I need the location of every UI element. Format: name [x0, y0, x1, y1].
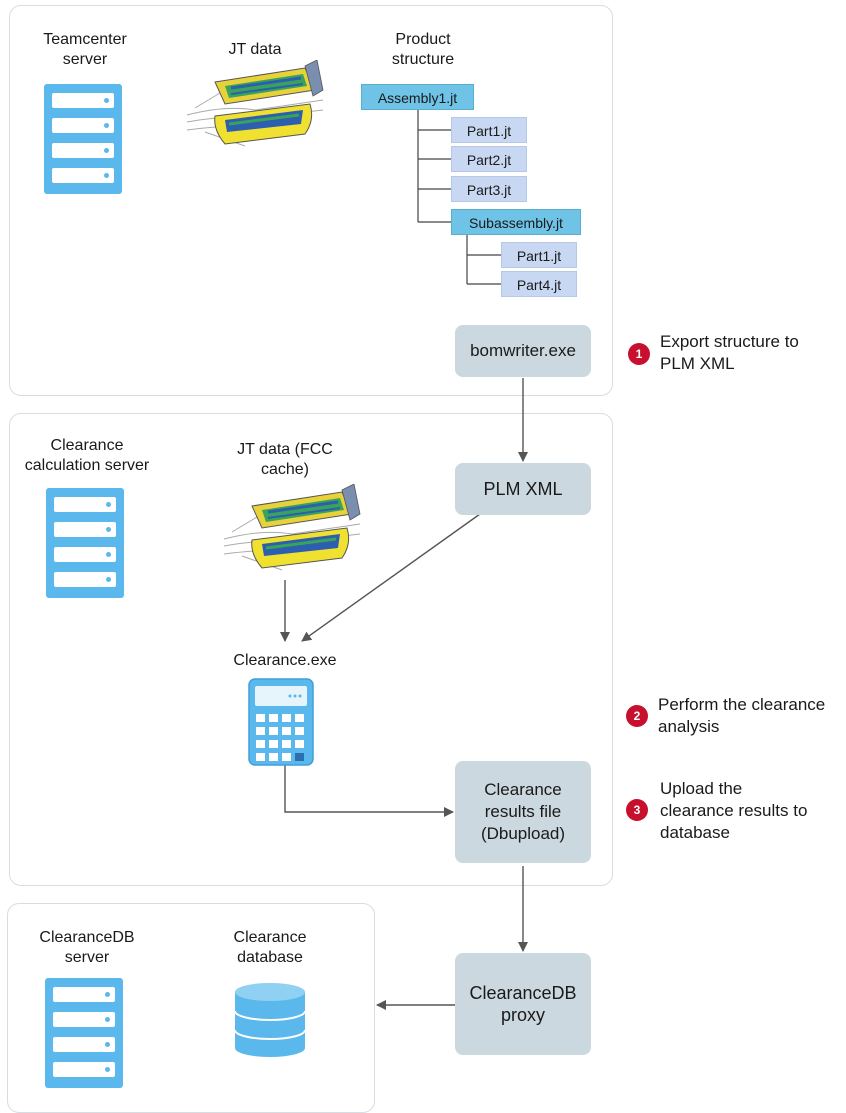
tree-node-sub-part4[interactable]: Part4.jt: [501, 271, 577, 297]
bomwriter-box[interactable]: bomwriter.exe: [455, 325, 591, 377]
jt-data-image: [186, 60, 324, 147]
teamcenter-server-icon: [44, 84, 122, 194]
tree-node-assembly1[interactable]: Assembly1.jt: [361, 84, 474, 110]
tree-node-part3[interactable]: Part3.jt: [451, 176, 527, 202]
arrow-plmxml-to-clearance-exe: [301, 513, 481, 642]
tree-lines: [417, 110, 501, 285]
clearance-exe-label: Clearance.exe: [233, 652, 337, 669]
tree-node-sub-part1[interactable]: Part1.jt: [501, 242, 577, 268]
clearance-server-label: Clearance calculation server: [24, 437, 150, 474]
step-3-badge: 3: [626, 799, 648, 821]
tree-node-subassembly[interactable]: Subassembly.jt: [451, 209, 581, 235]
jt-fcc-cache-label: JT data (FCC cache): [237, 441, 333, 478]
clearancedb-server-icon: [45, 978, 123, 1088]
tree-node-part2[interactable]: Part2.jt: [451, 146, 527, 172]
jt-fcc-cache-image: [223, 484, 361, 571]
clearancedb-server-label: ClearanceDB server: [39, 929, 135, 966]
product-structure-label: Product structure: [391, 31, 455, 68]
jt-data-label: JT data: [228, 41, 282, 58]
step-2-text: Perform the clearance analysis: [658, 695, 826, 736]
clearance-database-label: Clearance database: [233, 929, 307, 966]
database-icon: [234, 983, 306, 1057]
clearancedb-proxy-box[interactable]: ClearanceDB proxy: [455, 953, 591, 1055]
clearance-results-box[interactable]: Clearance results file (Dbupload): [455, 761, 591, 863]
teamcenter-server-label: Teamcenter server: [43, 31, 127, 68]
calculator-icon: [248, 678, 314, 766]
step-3-text: Upload the clearance results to database: [660, 779, 808, 842]
arrow-calculator-to-results: [284, 765, 454, 817]
plm-xml-box[interactable]: PLM XML: [455, 463, 591, 515]
step-2-badge: 2: [626, 705, 648, 727]
clearance-server-icon: [46, 488, 124, 598]
step-1-badge: 1: [628, 343, 650, 365]
step-1-text: Export structure to PLM XML: [660, 332, 799, 373]
tree-node-part1[interactable]: Part1.jt: [451, 117, 527, 143]
